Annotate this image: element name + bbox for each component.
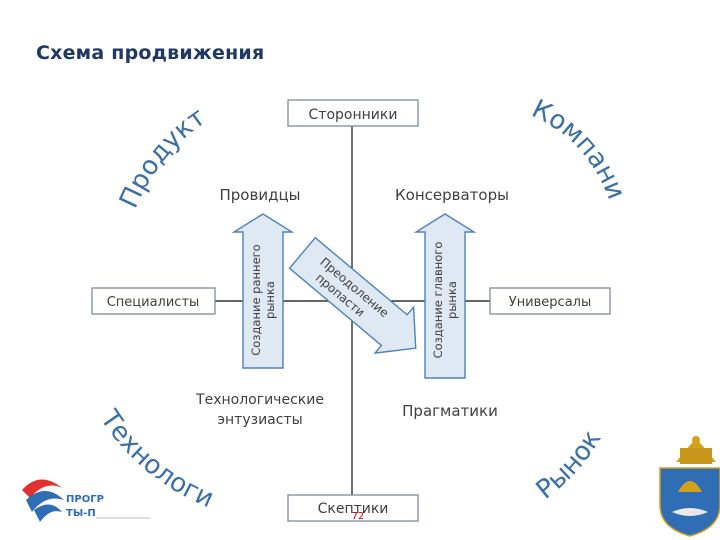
main-market-arrow: Создание главного рынка — [413, 213, 477, 379]
early-market-label-line1: Создание раннего — [249, 244, 263, 355]
corner-label-technology: Технология — [0, 0, 218, 514]
early-market-label-line2: рынка — [263, 281, 277, 319]
corner-label-market: Рынок — [531, 425, 608, 505]
corner-label-product: Продукт — [114, 102, 211, 212]
logo-text-line1: ПРОГР — [66, 494, 104, 505]
quadrant-visionaries: Провидцы — [220, 186, 301, 204]
quadrant-conservatives: Консерваторы — [395, 186, 509, 204]
logo-text-line2: ТЫ-П — [66, 508, 96, 519]
slide-title: Схема продвижения — [36, 42, 265, 64]
bottom-axis-box: Скептики — [287, 494, 419, 522]
top-axis-box: Сторонники — [287, 99, 419, 127]
left-axis-box: Специалисты — [91, 287, 216, 315]
quadrant-enthusiasts-line1: Технологические — [195, 392, 324, 408]
top-axis-label: Сторонники — [309, 107, 398, 123]
left-axis-label: Специалисты — [107, 295, 200, 310]
right-axis-label: Универсалы — [509, 295, 591, 310]
bottom-axis-label: Скептики — [318, 501, 389, 517]
quadrant-pragmatists: Прагматики — [402, 402, 498, 420]
right-axis-box: Универсалы — [489, 287, 611, 315]
coat-of-arms-emblem — [659, 436, 720, 537]
page-number: 72 — [352, 511, 365, 522]
quadrant-enthusiasts-line2: энтузиасты — [217, 412, 302, 428]
program-logo: ПРОГР ТЫ-П — [22, 479, 150, 522]
main-market-label-line2: рынка — [445, 281, 459, 319]
early-market-arrow: Создание раннего рынка — [231, 213, 295, 369]
main-market-label-line1: Создание главного — [431, 242, 445, 359]
